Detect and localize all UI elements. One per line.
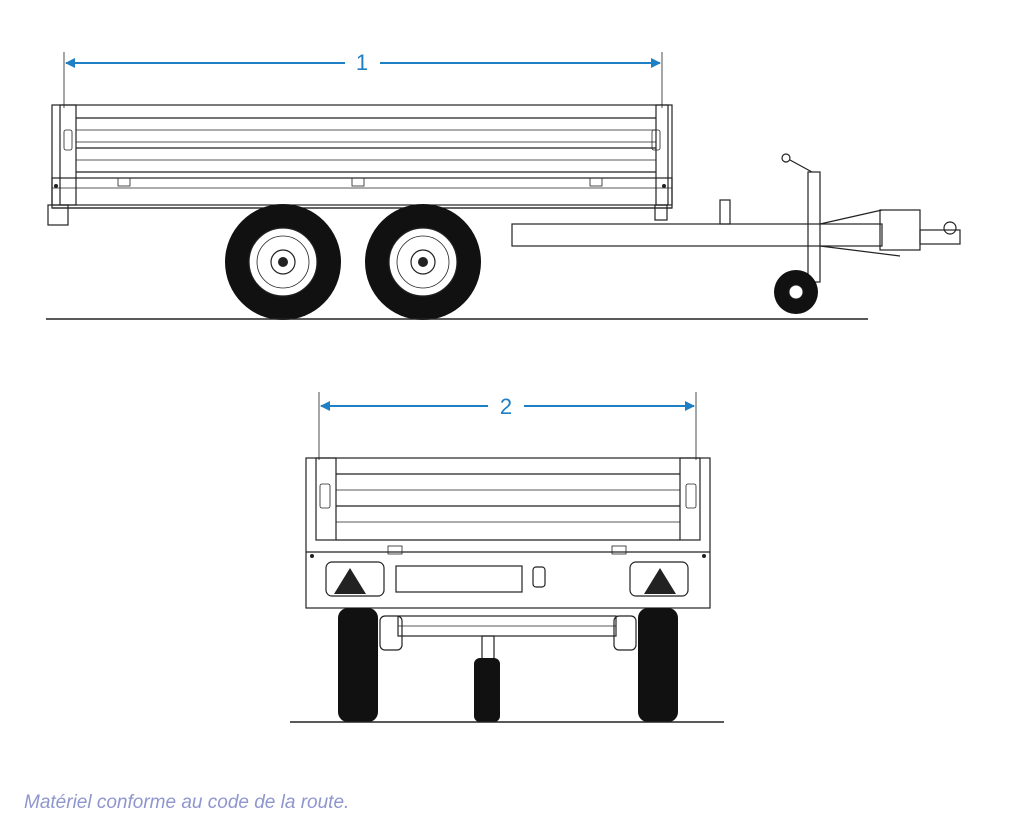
- rear-view: 2: [290, 392, 724, 723]
- side-wheel-rear: [365, 204, 481, 320]
- jockey-wheel: [774, 153, 821, 314]
- side-wheel-front: [225, 204, 341, 320]
- license-plate-holder: [395, 565, 523, 593]
- trailer-box-rear: [305, 457, 711, 609]
- side-view: 1: [46, 50, 961, 320]
- rear-light-left: [325, 561, 385, 597]
- drawbar: [511, 199, 961, 257]
- rear-wheel-right: [638, 608, 678, 722]
- trailer-box-side: [47, 104, 673, 226]
- reflector: [532, 566, 546, 588]
- width-dimension-label: 2: [500, 394, 512, 419]
- width-dimension: 2: [318, 392, 697, 460]
- rear-axle: [379, 615, 637, 651]
- compliance-caption: Matériel conforme au code de la route.: [24, 792, 350, 813]
- length-dimension-label: 1: [356, 50, 368, 75]
- rear-light-right: [629, 561, 689, 597]
- length-dimension: 1: [63, 50, 663, 108]
- rear-wheel-left: [338, 608, 378, 722]
- trailer-technical-drawing: 1: [46, 50, 961, 723]
- rear-jockey-wheel: [474, 635, 500, 722]
